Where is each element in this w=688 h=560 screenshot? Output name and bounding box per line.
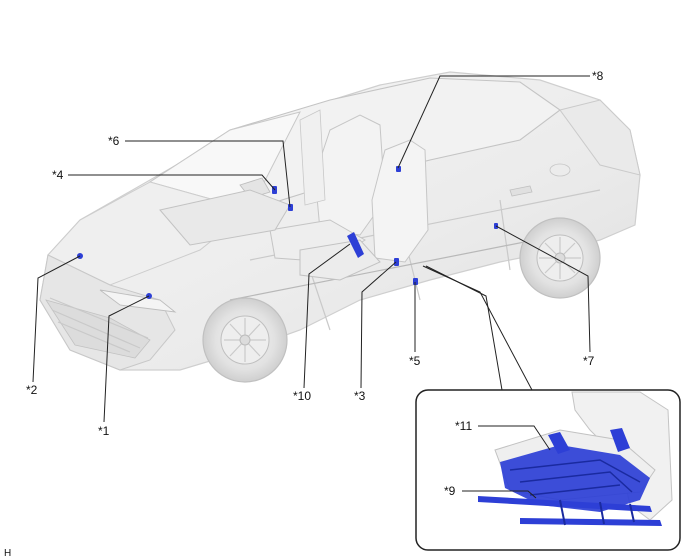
callout-10: *10: [293, 389, 311, 403]
marker-8: [396, 166, 401, 172]
marker-3: [394, 258, 399, 266]
callout-11: *11: [455, 419, 472, 433]
callout-labels: *1 *2 *3 *4 *5 *6 *7 *8 *9 *10 *11 H: [4, 69, 604, 559]
callout-1: *1: [98, 424, 110, 438]
seat-rail: [478, 496, 662, 526]
marker-10: [347, 232, 364, 258]
callout-5: *5: [409, 354, 421, 368]
front-wheel: [202, 297, 288, 383]
callout-9: *9: [444, 484, 456, 498]
marker-5: [413, 278, 418, 285]
detail-inset: [415, 389, 681, 551]
leader-lines: [32, 75, 591, 423]
callout-6: *6: [108, 134, 120, 148]
rear-wheel: [519, 217, 601, 299]
seat-frame: [500, 428, 650, 512]
callout-4: *4: [52, 168, 64, 182]
view-code: H: [4, 548, 11, 559]
callout-8: *8: [592, 69, 604, 83]
callout-2: *2: [26, 383, 38, 397]
callout-7: *7: [583, 354, 595, 368]
callout-3: *3: [354, 389, 366, 403]
marker-6: [288, 204, 293, 211]
